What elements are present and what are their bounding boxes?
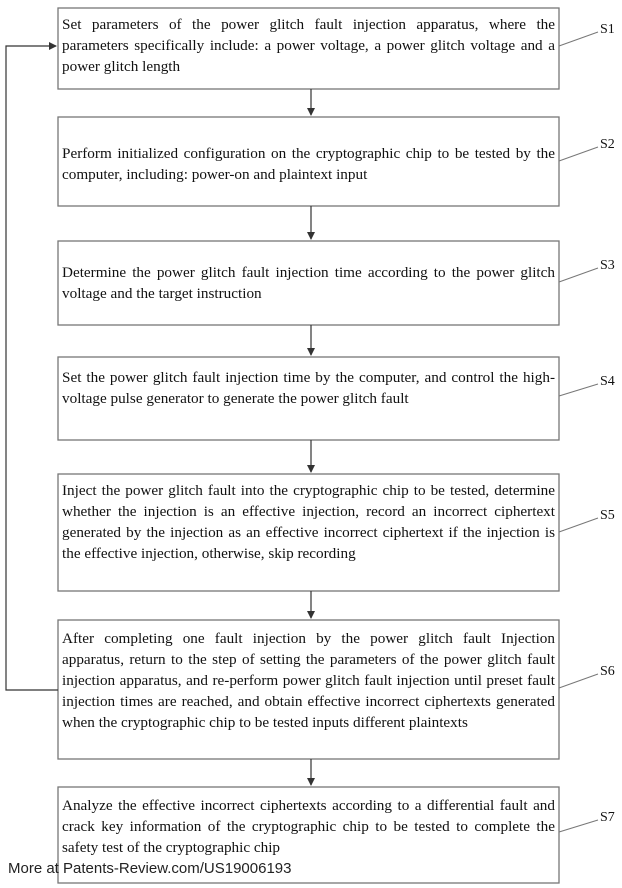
leader-line-s7 bbox=[558, 819, 599, 833]
leader-line-s4 bbox=[558, 383, 599, 397]
leader-line-s3 bbox=[558, 267, 599, 283]
step-box-s3 bbox=[57, 240, 560, 326]
step-label-s4: S4 bbox=[600, 374, 615, 389]
step-text-s1: Set parameters of the power glitch fault… bbox=[62, 16, 555, 75]
step-text-s3: Determine the power glitch fault injecti… bbox=[62, 264, 555, 302]
step-label-s1: S1 bbox=[600, 22, 615, 37]
leader-line-s5 bbox=[558, 517, 599, 533]
step-box-s6 bbox=[57, 619, 560, 760]
step-box-s4 bbox=[57, 356, 560, 441]
step-box-s5 bbox=[57, 473, 560, 592]
leader-line-s1 bbox=[558, 31, 599, 47]
step-text-s7: Analyze the effective incorrect cipherte… bbox=[62, 797, 555, 856]
step-box-s7 bbox=[57, 786, 560, 884]
step-label-s6: S6 bbox=[600, 664, 615, 679]
step-label-s7: S7 bbox=[600, 810, 615, 825]
step-label-s3: S3 bbox=[600, 258, 615, 273]
step-text-s4: Set the power glitch fault injection tim… bbox=[62, 369, 555, 407]
leader-line-s6 bbox=[558, 673, 599, 689]
source-footer: More at Patents-Review.com/US19006193 bbox=[8, 860, 292, 877]
step-box-s2 bbox=[57, 116, 560, 207]
step-box-s1 bbox=[57, 7, 560, 90]
step-text-s6: After completing one fault injection by … bbox=[62, 630, 555, 731]
step-text-s5: Inject the power glitch fault into the c… bbox=[62, 482, 555, 562]
step-text-s2: Perform initialized configuration on the… bbox=[62, 145, 555, 183]
step-label-s5: S5 bbox=[600, 508, 615, 523]
loop-arrow-s6-s1 bbox=[5, 42, 58, 691]
step-label-s2: S2 bbox=[600, 137, 615, 152]
leader-line-s2 bbox=[558, 146, 599, 162]
